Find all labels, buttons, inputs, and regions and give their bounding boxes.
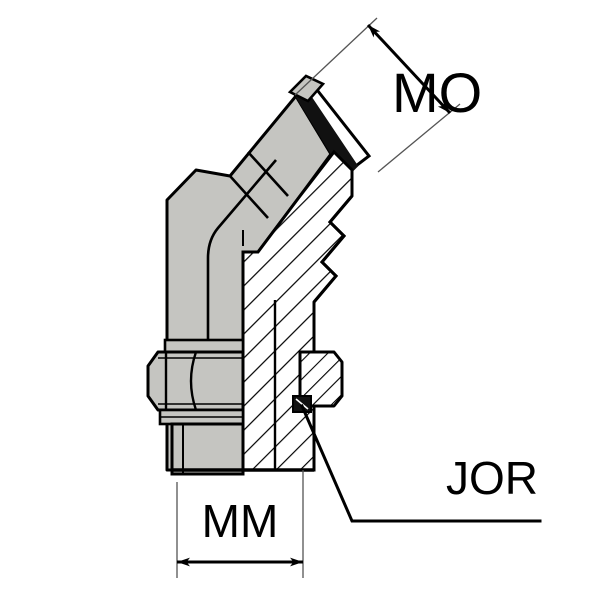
section-thread-steps: [312, 195, 354, 303]
hex-nut-body: [146, 350, 245, 412]
mm-dimension-label: MM: [202, 495, 279, 547]
male-stem-shoulder-line-2: [247, 151, 289, 197]
male-stem-shoulder-line: [229, 175, 269, 219]
jor-callout: JOR: [300, 404, 542, 523]
mm-dimension: MM: [176, 470, 304, 578]
mo-extension-line-1: [294, 17, 378, 96]
mo-extension-line-2: [377, 103, 461, 173]
jor-nut-group: [292, 350, 344, 413]
mo-dimension: MO: [294, 17, 482, 173]
o-ring-highlight: [295, 398, 309, 410]
elbow-inner-radius-line: [206, 159, 277, 470]
male-tip-face: [287, 74, 326, 103]
hex-upper-collar: [163, 338, 245, 354]
jor-leader-line: [300, 404, 542, 523]
fitting-sectioned-half: [241, 149, 354, 472]
hex-flat-chamfer-curve: [189, 351, 198, 411]
mo-dimension-label: MO: [392, 61, 482, 124]
mo-dimension-arrow-line: [366, 23, 452, 115]
jor-callout-label: JOR: [446, 452, 538, 504]
hex-nut-group: [146, 338, 245, 426]
